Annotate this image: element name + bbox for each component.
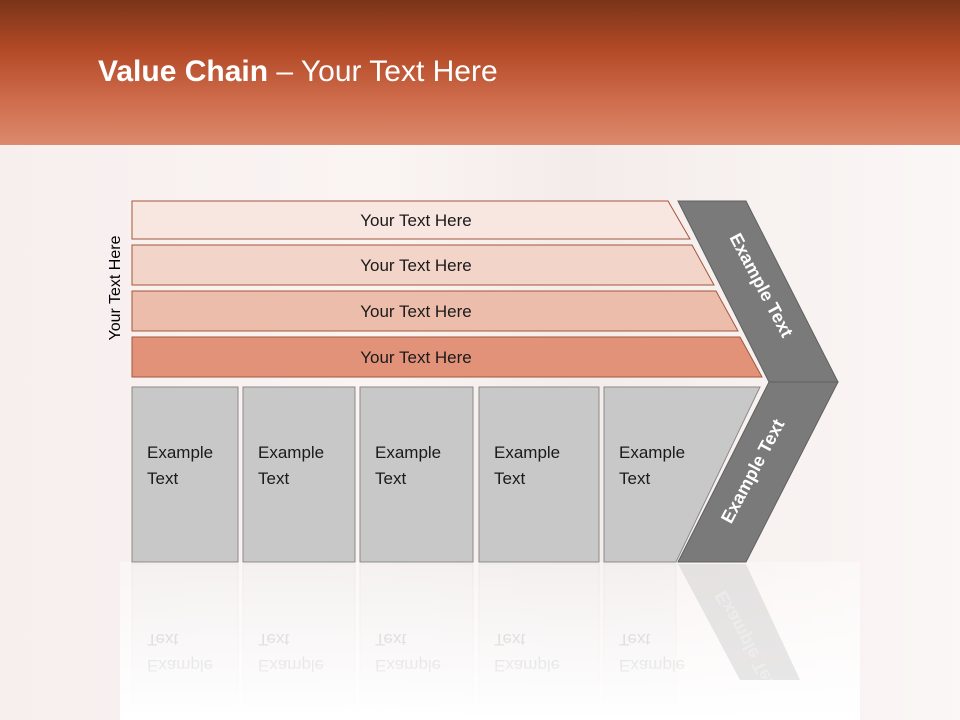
column-label-3-line2: Text [375,469,406,488]
title-rest: – Your Text Here [268,55,498,88]
row-label-3: Your Text Here [360,302,472,321]
row-label-2: Your Text Here [360,256,472,275]
column-label-5-line1: Example [619,443,685,462]
reflection-fade [120,562,860,720]
column-label-4-line1: Example [494,443,560,462]
row-band-3 [131,290,739,332]
column-box-5 [603,386,761,563]
column-box-3 [359,386,474,563]
column-label-2-line1: Example [258,443,324,462]
row-label-4: Your Text Here [360,348,472,367]
column-label-1-line2: Text [147,469,178,488]
header-bar [0,0,960,145]
arrow-reflection [678,564,800,680]
column-label-1-line1: Example [147,443,213,462]
column-label-3-line1: Example [375,443,441,462]
row-band-2 [131,244,715,286]
row-label-1: Your Text Here [360,211,472,230]
row-band-4 [131,336,763,378]
column-label-2-line2: Text [258,469,289,488]
title-bold: Value Chain [98,55,269,88]
slide-title: Value Chain – Your Text Here [98,55,498,89]
column-box-4 [478,386,600,563]
column-label-4-line2: Text [494,469,525,488]
row-band-1 [131,200,691,240]
arrow-lower-segment [677,381,839,563]
column-box-1 [131,386,239,563]
column-box-2 [242,386,356,563]
column-label-5-line2: Text [619,469,650,488]
